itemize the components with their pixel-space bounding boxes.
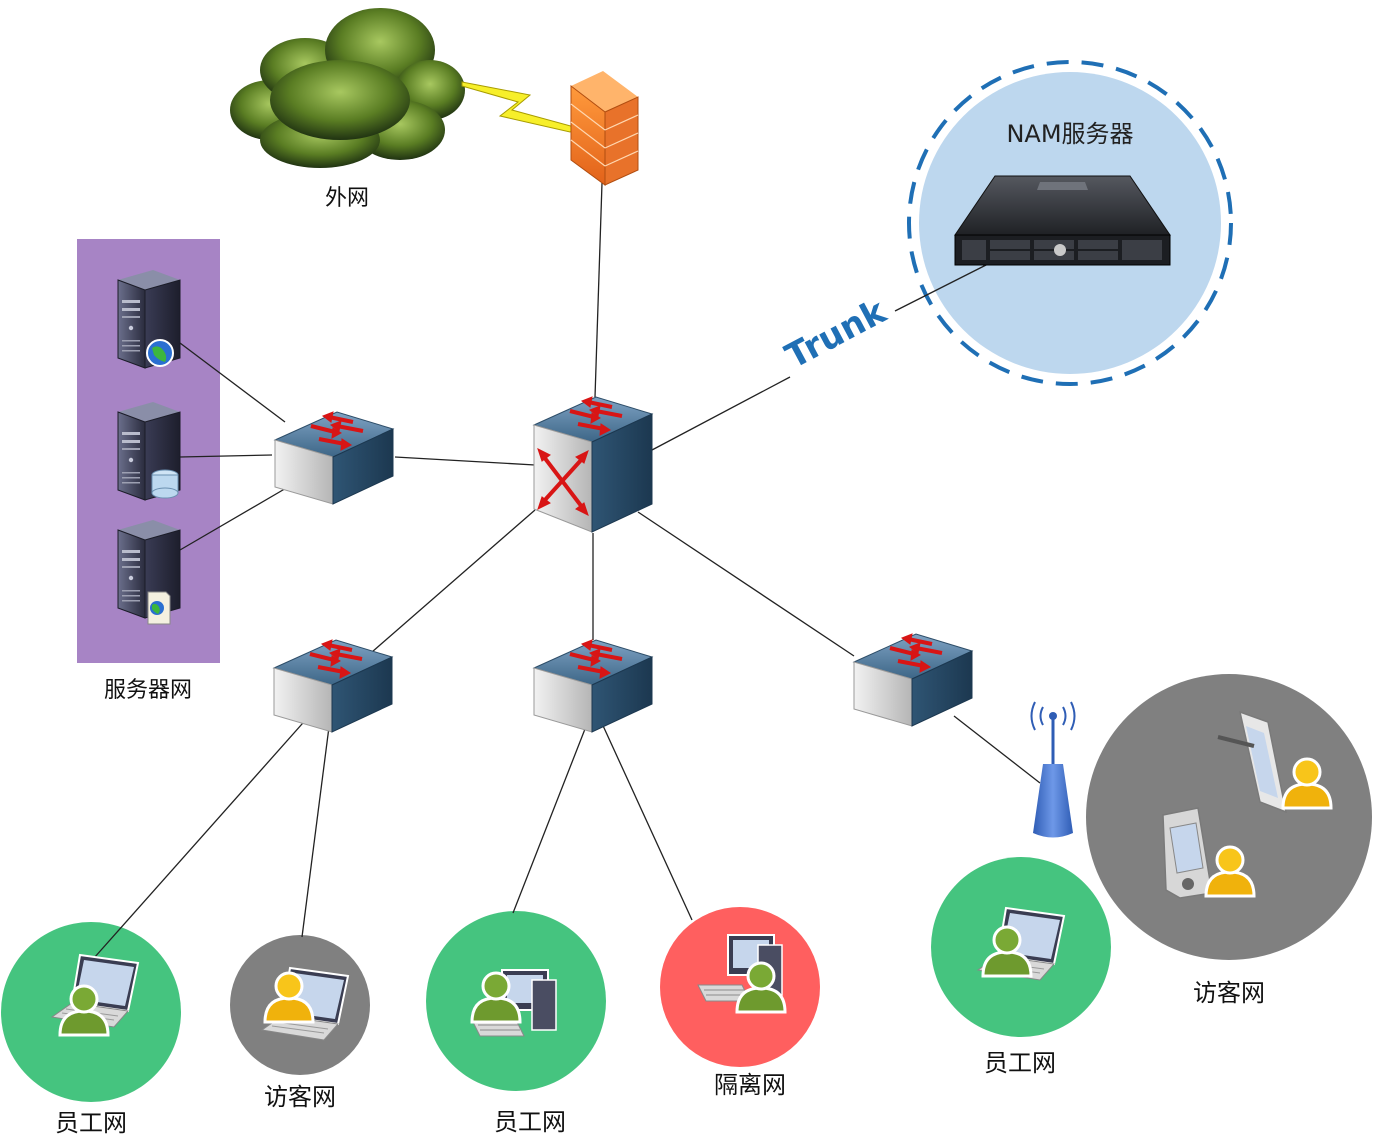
network-links [93, 182, 1041, 959]
trunk-link-label: Trunk [779, 291, 894, 377]
access-switch-left-icon [272, 638, 394, 734]
nam-server-label: NAM服务器 [1006, 120, 1133, 148]
wireless-access-point-icon [1030, 701, 1076, 838]
wan-link-lightning-icon [461, 81, 580, 133]
employee-network-label-1: 员工网 [55, 1109, 127, 1137]
guest-tablet-icon [1217, 710, 1288, 814]
guest-network-label-1: 访客网 [264, 1083, 336, 1111]
nam-zone-dashed-border [907, 60, 1233, 386]
server-network-label: 服务器网 [104, 678, 192, 703]
internet-cloud-icon [230, 8, 465, 168]
employee-network-label-3: 员工网 [984, 1049, 1056, 1077]
server-access-switch-icon [273, 410, 395, 506]
guest-pda-icon [1162, 807, 1213, 899]
web-server-icon [117, 269, 181, 369]
employee-network-label-2: 员工网 [494, 1108, 566, 1136]
isolation-network-label: 隔离网 [714, 1071, 786, 1099]
firewall-icon [570, 71, 639, 186]
database-server-icon [117, 401, 181, 501]
external-network-label: 外网 [325, 186, 369, 211]
nam-rack-server-icon [954, 175, 1171, 266]
core-switch-icon [532, 396, 654, 533]
guest-network-label-2: 访客网 [1193, 979, 1265, 1007]
access-switch-right-icon [852, 632, 974, 728]
file-server-icon [117, 519, 181, 625]
guest-zone-2 [1086, 674, 1372, 960]
access-switch-middle-icon [532, 638, 654, 734]
